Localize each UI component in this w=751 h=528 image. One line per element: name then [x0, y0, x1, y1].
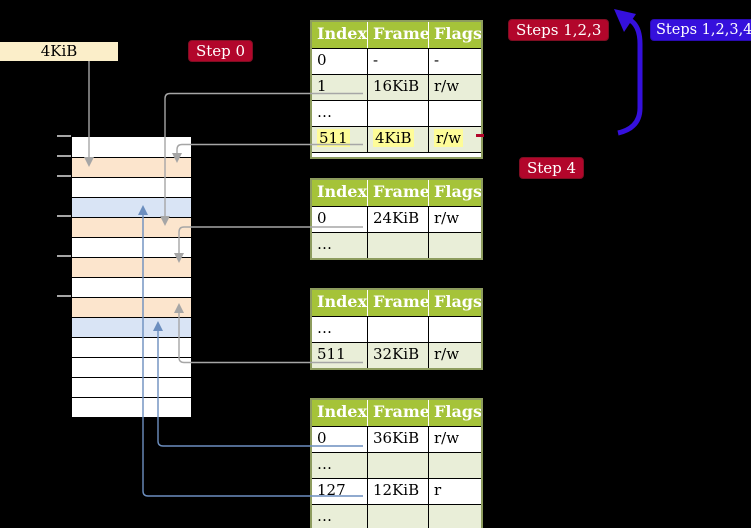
memory-frame-row-white	[72, 377, 191, 397]
table-cell: 0	[317, 209, 327, 227]
memory-frame-row-white	[72, 237, 191, 257]
steps1234-badge: Steps 1,2,3,4	[650, 19, 751, 41]
column-header: Index	[317, 24, 367, 43]
highlighted-value: 4KiB	[373, 129, 414, 147]
table-cell: r/w	[428, 207, 481, 232]
steps123-badge: Steps 1,2,3	[508, 19, 610, 41]
table-cell: …	[317, 507, 332, 525]
highlighted-value: r/w	[434, 129, 464, 147]
column-header: Index	[317, 292, 367, 311]
table-header-row: Index Frame Flags	[312, 180, 481, 206]
table-cell: 36KiB	[367, 427, 428, 452]
frame-tick	[57, 255, 71, 257]
table-cell	[367, 317, 428, 342]
table-cell	[428, 453, 481, 478]
memory-frame-row-white	[72, 337, 191, 357]
table-row-highlighted: 511 4KiB r/w	[312, 126, 481, 152]
step0-badge: Step 0	[188, 40, 254, 62]
memory-frame-row-white	[72, 137, 191, 157]
table-cell: -	[367, 49, 428, 74]
clipped-row	[312, 152, 481, 157]
frame-tick	[57, 295, 71, 297]
table-cell: 12KiB	[367, 479, 428, 504]
table-cell: r	[428, 479, 481, 504]
table-cell: 0	[317, 51, 327, 69]
table-cell: r/w	[428, 343, 481, 368]
table-row: …	[312, 504, 481, 528]
table-row: 0 - -	[312, 48, 481, 74]
memory-frame-row-blue	[72, 317, 191, 337]
column-header: Index	[317, 182, 367, 201]
memory-frame-row-blue	[72, 197, 191, 217]
table-cell: …	[317, 235, 332, 253]
table-cell: …	[317, 319, 332, 337]
table-cell: 32KiB	[367, 343, 428, 368]
table-header-row: Index Frame Flags	[312, 290, 481, 316]
step4-badge: Step 4	[519, 157, 585, 179]
table-row: 127 12KiB r	[312, 478, 481, 504]
steps-loop-arrow-icon	[614, 9, 643, 136]
memory-frame-row-peach	[72, 217, 191, 237]
memory-frame-row-white	[72, 357, 191, 377]
table-cell: -	[428, 49, 481, 74]
memory-frame-row-white	[72, 177, 191, 197]
table-cell	[428, 233, 481, 258]
column-header: Frame	[367, 22, 428, 48]
table-cell: 0	[317, 429, 327, 447]
table-row: …	[312, 316, 481, 342]
table-cell	[428, 317, 481, 342]
table-cell: r/w	[428, 427, 481, 452]
table-cell	[367, 101, 428, 126]
table-header-row: Index Frame Flags	[312, 400, 481, 426]
column-header: Index	[317, 402, 367, 421]
memory-frame-row-peach	[72, 257, 191, 277]
table-cell	[367, 453, 428, 478]
table-cell: 1	[317, 77, 327, 95]
page-table-level4: Index Frame Flags 0 36KiB r/w … 127 12Ki…	[310, 398, 483, 528]
table-cell	[367, 505, 428, 528]
column-header: Flags	[428, 22, 481, 48]
table-cell	[428, 505, 481, 528]
frame-tick	[57, 135, 71, 137]
memory-frame-row-white	[72, 277, 191, 297]
column-header: Frame	[367, 290, 428, 316]
memory-frame-row-peach	[72, 157, 191, 177]
column-header: Flags	[428, 400, 481, 426]
highlighted-value: 511	[317, 129, 350, 147]
table-cell: 511	[312, 127, 367, 152]
table-row: 0 24KiB r/w	[312, 206, 481, 232]
memory-frame-row-peach	[72, 297, 191, 317]
table-cell: r/w	[428, 75, 481, 100]
table-cell: r/w	[428, 127, 481, 152]
table-cell: 4KiB	[367, 127, 428, 152]
table-row: …	[312, 100, 481, 126]
page-size-label: 4KiB	[0, 42, 118, 61]
memory-frame-row-white	[72, 397, 191, 417]
table-cell: 16KiB	[367, 75, 428, 100]
frame-tick	[57, 175, 71, 177]
page-table-level2: Index Frame Flags 0 24KiB r/w …	[310, 178, 483, 260]
table-cell: …	[317, 103, 332, 121]
table-row: …	[312, 232, 481, 258]
table-cell: …	[317, 455, 332, 473]
page-table-level3: Index Frame Flags … 511 32KiB r/w	[310, 288, 483, 370]
table-row: 0 36KiB r/w	[312, 426, 481, 452]
table-row: …	[312, 452, 481, 478]
column-header: Flags	[428, 290, 481, 316]
table-cell: 511	[317, 345, 346, 363]
page-table-level1: Index Frame Flags 0 - - 1 16KiB r/w … 51…	[310, 20, 483, 159]
table-cell	[367, 233, 428, 258]
physical-memory-stack	[71, 136, 192, 418]
table-row: 1 16KiB r/w	[312, 74, 481, 100]
frame-tick	[57, 215, 71, 217]
table-row: 511 32KiB r/w	[312, 342, 481, 368]
table-header-row: Index Frame Flags	[312, 22, 481, 48]
table-cell: 127	[317, 481, 346, 499]
column-header: Flags	[428, 180, 481, 206]
table-cell: 24KiB	[367, 207, 428, 232]
column-header: Frame	[367, 180, 428, 206]
table-cell	[428, 101, 481, 126]
column-header: Frame	[367, 400, 428, 426]
frame-tick	[57, 155, 71, 157]
